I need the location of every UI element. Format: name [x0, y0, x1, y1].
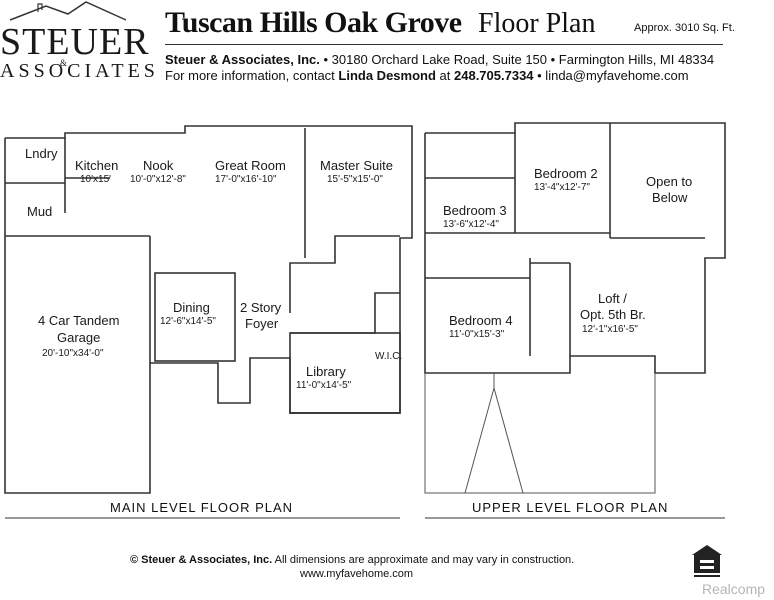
room-dining-name: Dining [173, 300, 210, 315]
room-master-suite-name: Master Suite [320, 158, 393, 173]
room-library-dims: 11'-0"x14'-5" [296, 380, 352, 391]
room-loft-name-1: Loft / [598, 291, 627, 306]
room-bedroom-4-dims: 11'-0"x15'-3" [449, 329, 505, 340]
plan-subtitle: Floor Plan [478, 8, 596, 39]
contact-email[interactable]: • linda@myfavehome.com [533, 68, 689, 83]
room-dining-dims: 12'-6"x14'-5" [160, 316, 216, 327]
upper-level-label: UPPER LEVEL FLOOR PLAN [472, 500, 669, 515]
room-library-name: Library [306, 364, 346, 379]
main-level-label: MAIN LEVEL FLOOR PLAN [110, 500, 294, 515]
title-divider [165, 44, 723, 45]
contact-line-2: For more information, contact Linda Desm… [165, 68, 689, 83]
company-name: Steuer & Associates, Inc. [165, 52, 320, 67]
square-footage: Approx. 3010 Sq. Ft. [634, 22, 735, 34]
contact-name: Linda Desmond [338, 68, 436, 83]
room-wic-name: W.I.C. [375, 351, 402, 362]
room-open-below-name-1: Open to [646, 174, 692, 189]
room-bedroom-2-name: Bedroom 2 [534, 166, 598, 181]
room-loft-name-2: Opt. 5th Br. [580, 307, 646, 322]
room-kitchen-dims: 10'x15' [80, 174, 111, 185]
room-garage-name-1: 4 Car Tandem [38, 313, 119, 328]
contact-at: at [435, 68, 454, 83]
logo-ampersand: & [60, 58, 68, 68]
room-garage-dims: 20'-10"x34'-0" [42, 348, 104, 359]
room-bedroom-3-dims: 13'-6"x12'-4" [443, 219, 499, 230]
roof-icon [9, 1, 127, 21]
footer-disclaimer: All dimensions are approximate and may v… [272, 554, 575, 566]
company-address: • 30180 Orchard Lake Road, Suite 150 • F… [319, 52, 715, 67]
upper-level-walls [424, 122, 726, 374]
main-level-walls [4, 125, 413, 494]
contact-intro: For more information, contact [165, 68, 339, 83]
room-loft-dims: 12'-1"x16'-5" [582, 324, 638, 335]
logo-word-2: ASSOCIATES [0, 60, 159, 82]
plan-title: Tuscan Hills Oak Grove [165, 6, 462, 39]
logo-word-1: STEUER [0, 21, 150, 63]
room-garage-name-2: Garage [57, 330, 100, 345]
room-bedroom-3-name: Bedroom 3 [443, 203, 507, 218]
footer-copyright: © Steuer & Associates, Inc. All dimensio… [130, 554, 574, 566]
room-kitchen-name: Kitchen [75, 158, 118, 173]
room-open-below-name-2: Below [652, 190, 688, 205]
footer-website[interactable]: www.myfavehome.com [300, 568, 414, 580]
room-great-room-dims: 17'-0"x16'-10" [215, 174, 277, 185]
equal-housing-icon [692, 545, 722, 577]
room-master-suite-dims: 15'-5"x15'-0" [327, 174, 383, 185]
room-nook-dims: 10'-0"x12'-8" [130, 174, 186, 185]
contact-phone[interactable]: 248.705.7334 [454, 68, 534, 83]
room-great-room-name: Great Room [215, 158, 286, 173]
company-logo: STEUER & ASSOCIATES [0, 0, 155, 90]
room-foyer-name-1: 2 Story [240, 300, 282, 315]
room-bedroom-4-name: Bedroom 4 [449, 313, 513, 328]
room-mud-name: Mud [27, 204, 52, 219]
contact-line-1: Steuer & Associates, Inc. • 30180 Orchar… [165, 52, 714, 67]
room-laundry-name: Lndry [25, 146, 58, 161]
room-foyer-name-2: Foyer [245, 316, 279, 331]
floor-plans-drawing: Lndry Kitchen 10'x15' Nook 10'-0"x12'-8"… [4, 122, 726, 519]
realcomp-watermark: Realcomp [702, 581, 766, 597]
room-nook-name: Nook [143, 158, 174, 173]
room-bedroom-2-dims: 13'-4"x12'-7" [534, 182, 590, 193]
roof-lines [424, 373, 656, 494]
footer-copyright-holder: © Steuer & Associates, Inc. [130, 554, 273, 566]
